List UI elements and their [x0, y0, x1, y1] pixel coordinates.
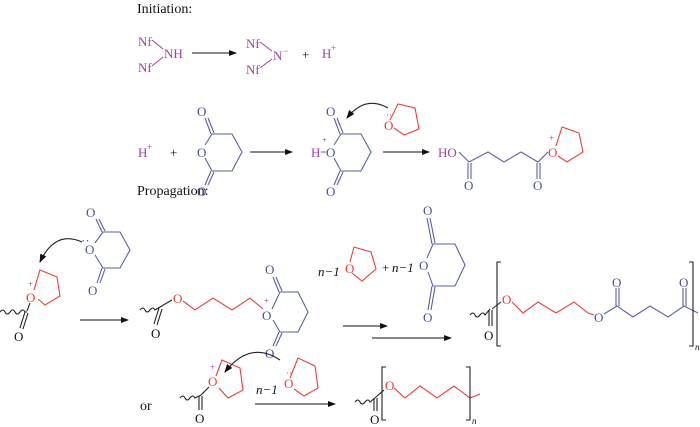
plus-charge: +	[210, 362, 215, 372]
o-atom: O	[384, 118, 393, 133]
stoichiometry-label: n−1	[392, 260, 414, 275]
o-atom: O	[484, 328, 493, 343]
curved-electron-arrow	[39, 238, 83, 263]
o-atom: O	[88, 283, 97, 298]
nf-group: Nf	[246, 36, 260, 51]
bis-nonaflyl-imide: Nf Nf NH	[138, 34, 183, 75]
o-atom: O	[326, 184, 335, 199]
plus-sign: +	[170, 145, 177, 160]
o-atom: O	[612, 275, 621, 290]
thf-molecule: O ··	[284, 357, 319, 397]
o-atom: O	[86, 205, 95, 220]
active-chain-end: O O +	[179, 359, 244, 426]
o-atom: O	[197, 145, 206, 160]
curved-electron-arrow	[224, 351, 281, 373]
right-bracket	[689, 261, 694, 347]
o-atom: O	[326, 104, 335, 119]
o-atom: O	[419, 258, 428, 273]
o-atom: O	[208, 374, 217, 389]
curved-electron-arrow	[346, 102, 389, 119]
o-atom: O	[197, 184, 206, 199]
lone-pair: ··	[81, 233, 90, 248]
alternating-copolymer: O O O O O n	[469, 261, 700, 352]
h-atom: H	[138, 145, 147, 160]
o-atom: O	[464, 178, 473, 193]
o-atom: O	[423, 310, 432, 325]
minus-charge: −	[283, 46, 288, 56]
o-atom: O	[594, 310, 603, 325]
o-atom: O	[385, 378, 394, 393]
o-atom: O	[679, 275, 688, 290]
nonaflyl-imide-anion: Nf Nf N −	[246, 36, 288, 77]
h-atom: H	[311, 145, 320, 160]
ring-opened-intermediate: O O O + O O	[139, 262, 309, 361]
active-chain-end: O O +	[0, 269, 61, 344]
h-atom: H	[322, 46, 331, 61]
plus-charge: +	[549, 133, 554, 143]
plus-charge: +	[28, 279, 33, 289]
nf-group: Nf	[246, 62, 260, 77]
o-atom: O	[265, 346, 274, 361]
stoichiometry-label: n−1	[318, 264, 340, 279]
o-atom: O	[265, 262, 274, 277]
left-bracket	[496, 261, 501, 347]
o-atom: O	[85, 242, 94, 257]
propagation-heading: Propagation:	[137, 184, 209, 199]
o-atom: O	[548, 145, 557, 160]
o-atom: O	[502, 292, 511, 307]
stoichiometry-label: n−1	[256, 382, 278, 397]
o-atom: O	[14, 329, 23, 344]
n-atom: N	[273, 48, 283, 63]
plus-charge: +	[264, 296, 269, 306]
plus-charge: +	[147, 142, 152, 152]
nf-group: Nf	[138, 60, 152, 75]
o-atom: O	[26, 290, 35, 305]
plus-charge: +	[322, 135, 327, 145]
nf-group: Nf	[138, 34, 152, 49]
protonated-anhydride: H + O O O	[311, 104, 372, 199]
glutaric-anhydride: O O ·· O	[81, 205, 131, 298]
right-bracket	[466, 366, 471, 421]
thf-molecule: O ··	[384, 103, 420, 136]
o-atom: O	[197, 104, 206, 119]
o-atom: O	[195, 411, 204, 426]
or-label: or	[140, 399, 152, 414]
ho-group: HO	[438, 145, 457, 160]
plus-sign: +	[382, 260, 389, 275]
left-bracket	[381, 366, 386, 421]
lone-pair: ··	[386, 110, 392, 120]
proton: H +	[138, 142, 152, 160]
o-atom: O	[423, 203, 432, 218]
o-atom: O	[151, 326, 160, 341]
o-atom: O	[370, 412, 379, 427]
plus-sign: +	[302, 47, 309, 62]
o-atom: O	[173, 291, 182, 306]
polythf-homopolymer: O O n	[354, 366, 481, 427]
o-atom: O	[533, 178, 542, 193]
proton: H +	[322, 43, 336, 61]
monomer-feed: n−1 O + n−1 O O O	[318, 203, 466, 325]
lone-pair: ··	[286, 368, 292, 378]
initiation-heading: Initiation:	[137, 2, 192, 17]
oxonium-initiator: HO O O O +	[438, 126, 584, 193]
repeat-count: n	[472, 416, 477, 426]
o-atom: O	[326, 145, 335, 160]
o-atom: O	[345, 261, 354, 276]
nh-atom: NH	[164, 46, 183, 61]
o-atom: O	[262, 308, 271, 323]
plus-charge: +	[331, 43, 336, 53]
o-atom: O	[284, 376, 293, 391]
repeat-count: n	[695, 342, 700, 352]
glutaric-anhydride: O O O	[197, 104, 243, 199]
